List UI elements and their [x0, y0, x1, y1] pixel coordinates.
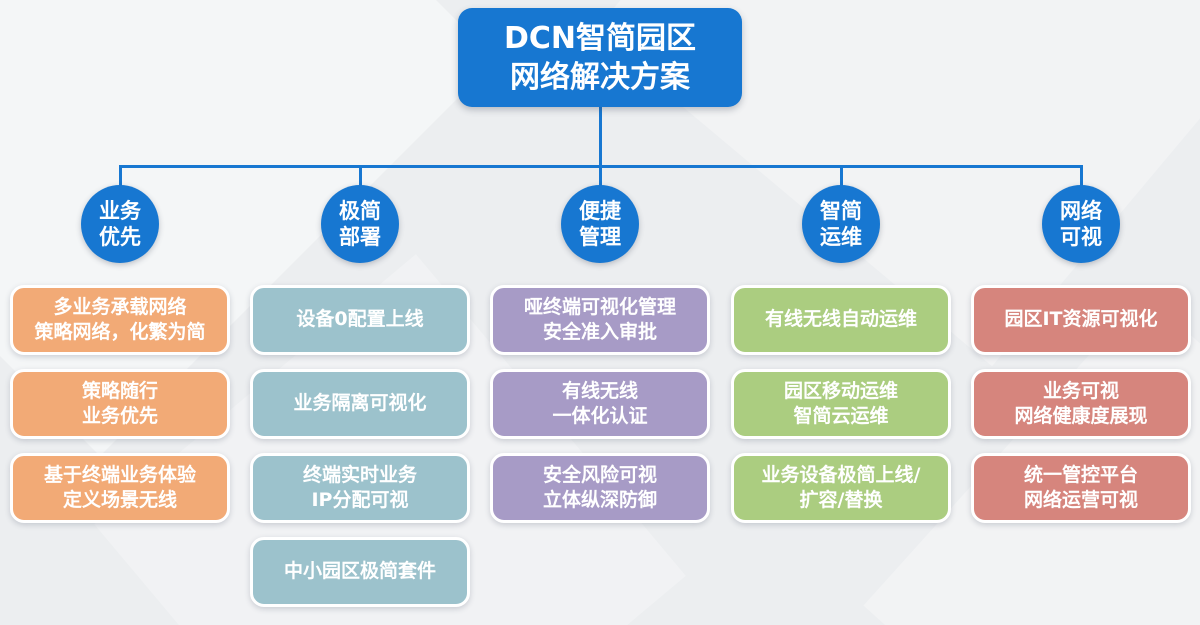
- feature-box: 中小园区极简套件: [250, 537, 470, 607]
- connector-stub: [840, 165, 843, 200]
- feature-box: 园区IT资源可视化: [971, 285, 1191, 355]
- connector-stub: [1080, 165, 1083, 200]
- connector-stub: [119, 165, 122, 200]
- branch-items: 设备0配置上线 业务隔离可视化 终端实时业务 IP分配可视 中小园区极简套件: [250, 285, 470, 607]
- branch-easy-management: 便捷 管理 哑终端可视化管理 安全准入审批 有线无线 一体化认证 安全风险可视 …: [490, 0, 710, 625]
- feature-box: 业务设备极简上线/ 扩容/替换: [731, 453, 951, 523]
- feature-box: 多业务承载网络 策略网络，化繁为简: [10, 285, 230, 355]
- feature-box: 设备0配置上线: [250, 285, 470, 355]
- feature-box: 园区移动运维 智简云运维: [731, 369, 951, 439]
- branch-node-business-priority: 业务 优先: [81, 185, 159, 263]
- branch-business-priority: 业务 优先 多业务承载网络 策略网络，化繁为简 策略随行 业务优先 基于终端业务…: [10, 0, 230, 625]
- feature-box: 基于终端业务体验 定义场景无线: [10, 453, 230, 523]
- branch-items: 哑终端可视化管理 安全准入审批 有线无线 一体化认证 安全风险可视 立体纵深防御: [490, 285, 710, 523]
- feature-box: 策略随行 业务优先: [10, 369, 230, 439]
- branch-items: 园区IT资源可视化 业务可视 网络健康度展现 统一管控平台 网络运营可视: [971, 285, 1191, 523]
- feature-box: 统一管控平台 网络运营可视: [971, 453, 1191, 523]
- connector-root-vertical: [599, 107, 602, 167]
- feature-box: 业务可视 网络健康度展现: [971, 369, 1191, 439]
- feature-box: 终端实时业务 IP分配可视: [250, 453, 470, 523]
- feature-box: 业务隔离可视化: [250, 369, 470, 439]
- branch-items: 多业务承载网络 策略网络，化繁为简 策略随行 业务优先 基于终端业务体验 定义场…: [10, 285, 230, 523]
- feature-box: 哑终端可视化管理 安全准入审批: [490, 285, 710, 355]
- connector-stub: [359, 165, 362, 200]
- branch-node-smart-operations: 智简 运维: [802, 185, 880, 263]
- branch-simple-deployment: 极简 部署 设备0配置上线 业务隔离可视化 终端实时业务 IP分配可视 中小园区…: [250, 0, 470, 625]
- branch-items: 有线无线自动运维 园区移动运维 智简云运维 业务设备极简上线/ 扩容/替换: [731, 285, 951, 523]
- branch-network-visibility: 网络 可视 园区IT资源可视化 业务可视 网络健康度展现 统一管控平台 网络运营…: [971, 0, 1191, 625]
- feature-box: 有线无线 一体化认证: [490, 369, 710, 439]
- branch-node-simple-deployment: 极简 部署: [321, 185, 399, 263]
- connector-stub: [599, 165, 602, 200]
- branch-node-easy-management: 便捷 管理: [561, 185, 639, 263]
- diagram-title: DCN智简园区 网络解决方案: [458, 8, 742, 107]
- branch-smart-operations: 智简 运维 有线无线自动运维 园区移动运维 智简云运维 业务设备极简上线/ 扩容…: [731, 0, 951, 625]
- feature-box: 安全风险可视 立体纵深防御: [490, 453, 710, 523]
- feature-box: 有线无线自动运维: [731, 285, 951, 355]
- branch-node-network-visibility: 网络 可视: [1042, 185, 1120, 263]
